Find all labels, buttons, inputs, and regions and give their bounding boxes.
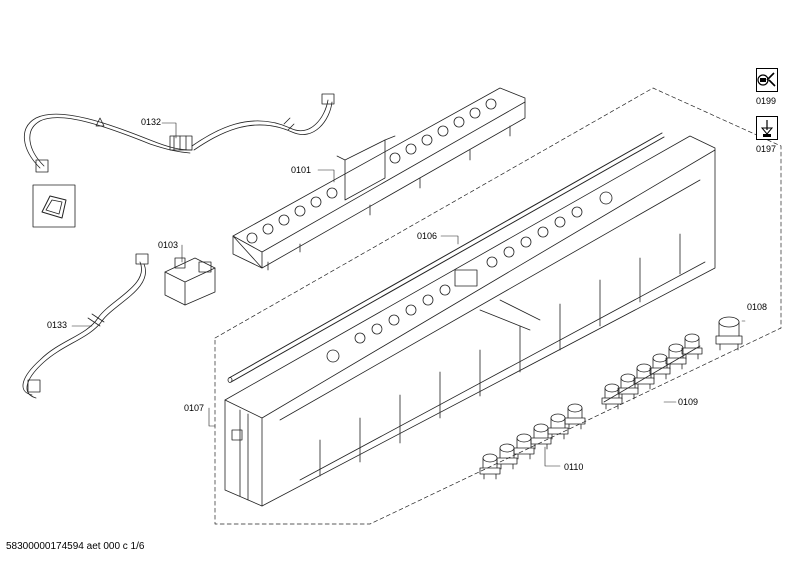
button-0108 xyxy=(715,316,743,351)
label-0103: 0103 xyxy=(158,240,179,250)
wrench-icon xyxy=(756,68,778,92)
housing-0107 xyxy=(224,135,716,507)
label-0110: 0110 xyxy=(564,462,584,472)
rod-0106 xyxy=(227,132,665,383)
button-set-0109 xyxy=(601,333,703,410)
label-0197: 0197 xyxy=(756,144,777,154)
label-0133: 0133 xyxy=(47,320,68,330)
download-arrow-icon xyxy=(756,116,778,140)
document-footer: 58300000174594 aet 000 c 1/6 xyxy=(6,541,145,552)
leader-lines xyxy=(71,122,746,467)
label-0101: 0101 xyxy=(291,165,312,175)
wire-harness-0132 xyxy=(23,93,335,173)
wire-harness-0133 xyxy=(22,253,149,399)
control-module-0101 xyxy=(232,87,526,271)
label-0132: 0132 xyxy=(141,117,162,127)
label-0107: 0107 xyxy=(184,403,205,413)
connector-0103 xyxy=(164,257,216,306)
assembly-boundary xyxy=(214,87,782,525)
sensor-block xyxy=(32,184,76,228)
label-0106: 0106 xyxy=(417,231,438,241)
button-set-0110 xyxy=(479,403,586,480)
label-0109: 0109 xyxy=(678,397,699,407)
label-0199: 0199 xyxy=(756,96,777,106)
label-0108: 0108 xyxy=(747,302,768,312)
